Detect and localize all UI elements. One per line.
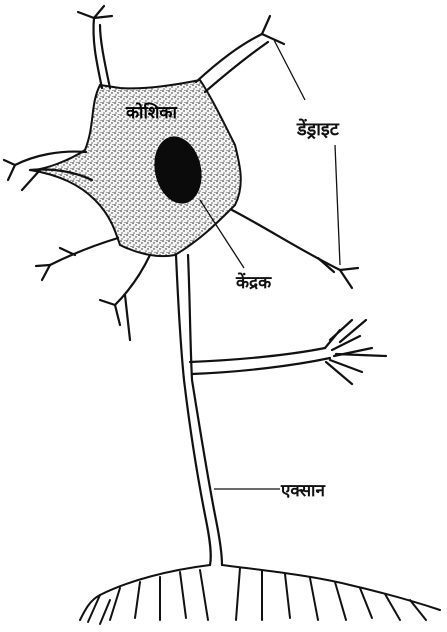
leader-dendrite-top	[274, 40, 305, 100]
label-dendrite: डेंड्राइट	[297, 117, 339, 141]
axon	[176, 255, 386, 565]
label-axon: एक्सान	[281, 478, 325, 501]
label-cell-body: कोशिका	[126, 100, 177, 123]
label-nucleus: केंद्रक	[236, 270, 271, 293]
axon-terminals	[80, 565, 440, 624]
leader-lines	[200, 40, 340, 489]
leader-dendrite-bottom	[335, 145, 340, 265]
